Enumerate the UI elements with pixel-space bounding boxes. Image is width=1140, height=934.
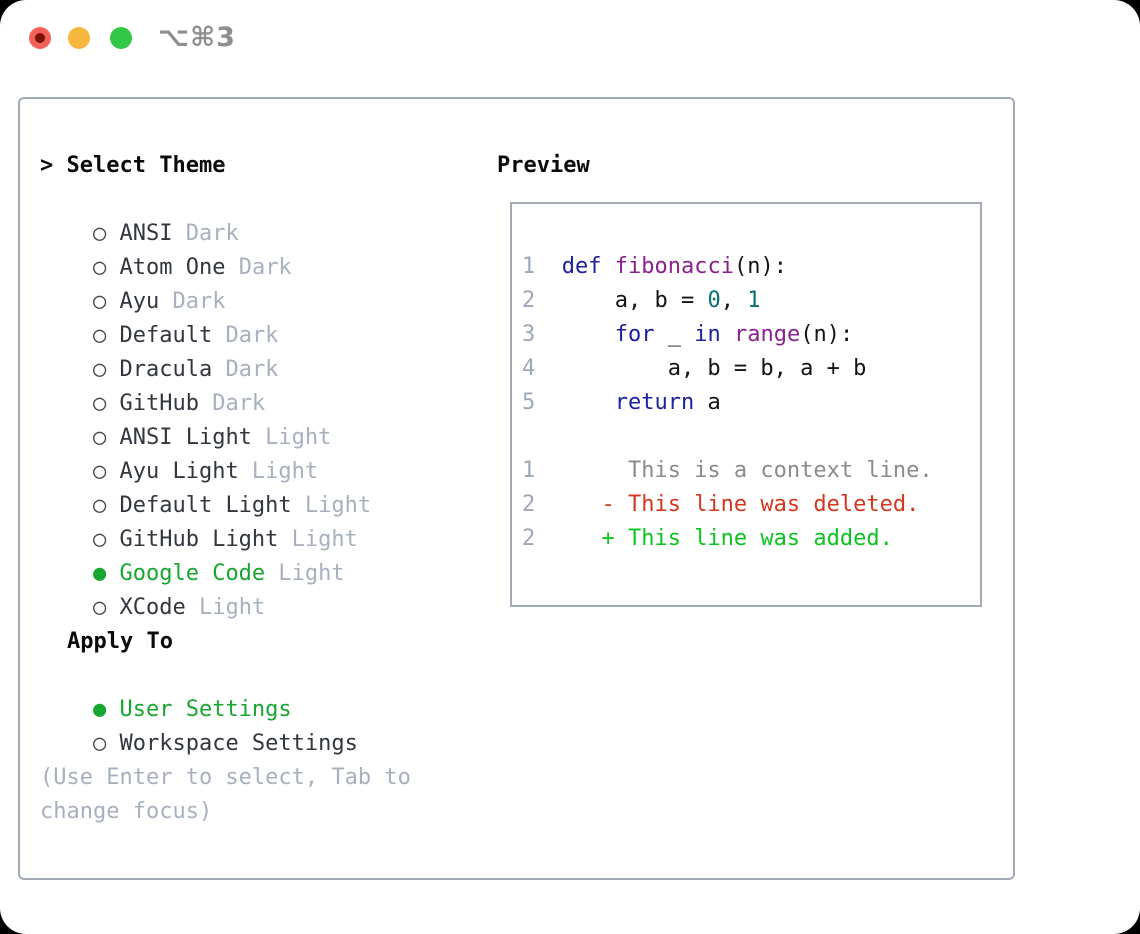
theme-list: ○ ANSI Dark ○ Atom One Dark ○ Ayu Dark ○… <box>40 183 470 620</box>
theme-name: GitHub Light <box>106 527 279 552</box>
theme-option[interactable]: ○ XCode Light <box>40 557 470 620</box>
theme-name: Google Code <box>106 561 266 586</box>
theme-name: ANSI Light <box>106 425 252 450</box>
preview-box: 1 def fibonacci(n): 2 a, b = 0, 1 3 for _ … <box>510 202 982 607</box>
preview-title: Preview <box>497 153 590 178</box>
theme-variant: Light <box>265 561 345 586</box>
theme-name: Dracula <box>106 357 213 382</box>
apply-to-list: ● User Settings ○ Workspace Settings <box>40 659 470 756</box>
theme-option[interactable]: ○ ANSI Dark <box>40 183 470 246</box>
theme-name: GitHub <box>106 391 199 416</box>
code-line: 5 return a <box>522 390 721 415</box>
radio-icon: ○ <box>92 731 107 756</box>
theme-dialog: > Select Theme ○ ANSI Dark ○ Atom One Da… <box>18 97 1015 880</box>
code-line: 1 def fibonacci(n): <box>522 254 787 279</box>
theme-variant: Dark <box>159 289 226 314</box>
help-text: (Use Enter to select, Tab to change focu… <box>40 765 411 824</box>
apply-to-option[interactable]: ○ Workspace Settings <box>40 693 470 756</box>
theme-name: Ayu <box>106 289 160 314</box>
titlebar: ⌥⌘3 <box>29 22 236 53</box>
select-theme-header: > Select Theme <box>40 149 470 183</box>
radio-icon: ○ <box>92 323 107 348</box>
code-preview: 1 def fibonacci(n): 2 a, b = 0, 1 3 for _ … <box>512 204 980 556</box>
radio-icon: ○ <box>92 221 107 246</box>
radio-icon: ○ <box>92 357 107 382</box>
close-button[interactable] <box>29 27 51 49</box>
theme-option[interactable]: ○ GitHub Light Light <box>40 489 470 552</box>
radio-icon: ○ <box>92 527 107 552</box>
radio-icon: ○ <box>92 493 107 518</box>
theme-variant: Dark <box>225 255 292 280</box>
theme-option[interactable]: ○ Default Light Light <box>40 455 470 518</box>
code-line: 2 + This line was added. <box>522 526 893 551</box>
cursor-icon: > <box>40 153 54 178</box>
theme-variant: Light <box>251 425 332 450</box>
minimize-button[interactable] <box>68 27 90 49</box>
theme-name: Default Light <box>106 493 292 518</box>
theme-option[interactable]: ○ Atom One Dark <box>40 217 470 280</box>
theme-variant: Light <box>238 459 319 484</box>
theme-name: Ayu Light <box>106 459 239 484</box>
theme-variant: Light <box>291 493 372 518</box>
apply-to-label: Workspace Settings <box>106 731 358 756</box>
theme-name: Default <box>106 323 213 348</box>
code-line: 4 a, b = b, a + b <box>522 356 867 381</box>
theme-variant: Light <box>185 595 266 620</box>
apply-to-option[interactable]: ● User Settings <box>40 659 470 722</box>
theme-option[interactable]: ● Google Code Light <box>40 523 470 586</box>
theme-option[interactable]: ○ Dracula Dark <box>40 319 470 382</box>
theme-variant: Light <box>278 527 358 552</box>
theme-variant: Dark <box>212 323 279 348</box>
theme-option[interactable]: ○ Default Dark <box>40 285 470 348</box>
theme-option[interactable]: ○ Ayu Light Light <box>40 421 470 484</box>
radio-icon: ○ <box>92 289 107 314</box>
radio-icon: ● <box>92 697 107 722</box>
close-dot-icon <box>35 33 45 43</box>
theme-name: XCode <box>106 595 186 620</box>
theme-variant: Dark <box>172 221 239 246</box>
radio-icon: ● <box>92 561 107 586</box>
zoom-button[interactable] <box>110 27 132 49</box>
theme-option[interactable]: ○ ANSI Light Light <box>40 387 470 450</box>
code-line: 2 a, b = 0, 1 <box>522 288 761 313</box>
radio-icon: ○ <box>92 391 107 416</box>
theme-selector: > Select Theme ○ ANSI Dark ○ Atom One Da… <box>40 149 470 829</box>
code-line: 2 - This line was deleted. <box>522 492 920 517</box>
radio-icon: ○ <box>92 595 107 620</box>
code-line <box>522 420 980 454</box>
theme-name: ANSI <box>106 221 173 246</box>
theme-option[interactable]: ○ GitHub Dark <box>40 353 470 416</box>
radio-icon: ○ <box>92 425 107 450</box>
theme-name: Atom One <box>106 255 226 280</box>
code-line: 3 for _ in range(n): <box>522 322 854 347</box>
apply-to-header: Apply To <box>67 629 173 654</box>
select-theme-title: Select Theme <box>66 153 226 178</box>
code-line: 1 This is a context line. <box>522 458 933 483</box>
theme-option[interactable]: ○ Ayu Dark <box>40 251 470 314</box>
radio-icon: ○ <box>92 255 107 280</box>
theme-variant: Dark <box>198 391 266 416</box>
window-title: ⌥⌘3 <box>158 22 236 53</box>
apply-to-label: User Settings <box>106 697 292 722</box>
radio-icon: ○ <box>92 459 107 484</box>
theme-variant: Dark <box>212 357 279 382</box>
